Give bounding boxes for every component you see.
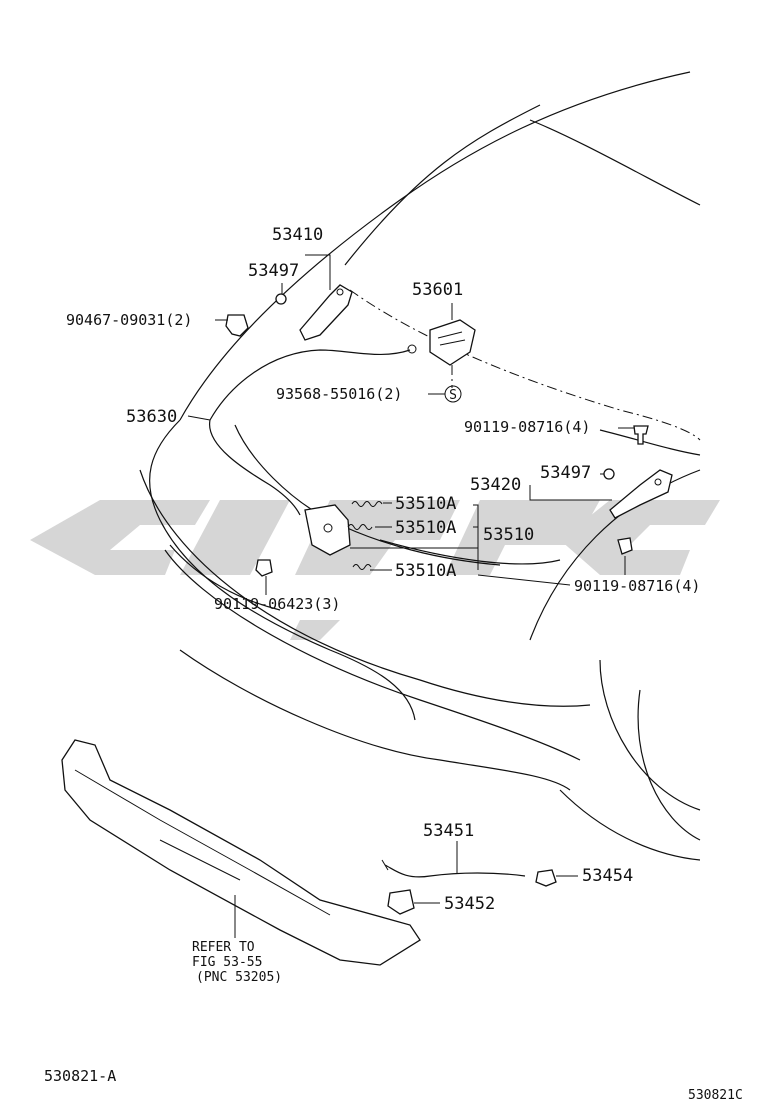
hood-hinge-left	[299, 284, 353, 341]
nut-53497-left	[275, 293, 287, 305]
label-53510a-1: 53510A	[395, 494, 456, 514]
hood-lock-53510	[304, 504, 351, 556]
label-53497-right: 53497	[540, 463, 591, 483]
label-53452: 53452	[444, 894, 495, 914]
refer-line-2: FIG 53-55	[192, 955, 262, 970]
front-fender-right	[529, 469, 701, 641]
lock-pivot	[323, 523, 333, 533]
watermark-shape-6	[290, 620, 340, 640]
watermark-shape-2	[180, 500, 290, 575]
part-labels: 53410 53497 90467-09031(2) 53601 93568-5…	[44, 225, 743, 1103]
wheel-arch	[599, 659, 701, 811]
label-93568-55016: 93568-55016(2)	[276, 385, 402, 403]
hood-hinge-right	[609, 469, 673, 519]
image-code: 530821C	[688, 1088, 743, 1103]
nut-53497-right	[603, 468, 615, 480]
figure-code: 530821-A	[44, 1067, 116, 1085]
spring-53510a-2	[347, 524, 373, 530]
wheel-arch-inner	[637, 689, 701, 841]
bumper-lower	[164, 549, 581, 761]
label-53497-left: 53497	[248, 261, 299, 281]
label-53410: 53410	[272, 225, 323, 245]
bumper-bottom	[179, 649, 571, 791]
headlamp-line	[379, 539, 561, 565]
label-53510a-2: 53510A	[395, 518, 456, 538]
watermark-shape-4	[445, 500, 600, 575]
parts	[61, 284, 673, 966]
spring-53510a-1	[351, 501, 383, 507]
hood-rear-edge	[344, 104, 541, 266]
hood-release-cable	[209, 349, 411, 516]
label-90119-08716-top: 90119-08716(4)	[464, 418, 590, 436]
panel-detail-2	[159, 839, 241, 881]
clip-90467	[225, 314, 249, 337]
hinge-bolt-hole	[336, 288, 344, 296]
leader-53420	[529, 485, 612, 501]
watermark-shape-5	[560, 500, 720, 575]
label-53510: 53510	[483, 525, 534, 545]
panel-detail-1	[74, 769, 331, 916]
refer-line-3: (PNC 53205)	[196, 970, 282, 985]
side-fender-curve	[599, 429, 701, 456]
bolt-90119-08716-bottom	[617, 537, 633, 555]
leader-lines	[187, 254, 634, 938]
leader-90119-bottom	[477, 556, 626, 586]
spring-53510a-3	[352, 564, 372, 570]
hinge-right-hole	[654, 478, 662, 486]
label-53451: 53451	[423, 821, 474, 841]
hood-dashed-edge	[349, 289, 701, 441]
s-marker-circle	[444, 385, 462, 403]
rod-tip	[381, 859, 389, 871]
rod-holder-53452	[387, 889, 415, 915]
bumper-upper	[139, 469, 591, 707]
label-53630: 53630	[126, 407, 177, 427]
leader-53630	[187, 415, 211, 421]
support-detail	[437, 331, 466, 346]
label-53510a-3: 53510A	[395, 561, 456, 581]
leader-53410	[305, 254, 331, 290]
radiator-support-panel	[61, 739, 421, 966]
label-53454: 53454	[582, 866, 633, 886]
label-90119-06423: 90119-06423(3)	[214, 595, 340, 613]
hood-outline	[179, 71, 691, 421]
bolt-90119-08716-top	[633, 425, 649, 445]
leader-53510	[350, 504, 479, 570]
label-90467-09031: 90467-09031(2)	[66, 311, 192, 329]
refer-line-1: REFER TO	[192, 940, 255, 955]
bumper-slot	[169, 544, 281, 611]
fender-lower	[559, 789, 701, 861]
label-90119-08716-bottom: 90119-08716(4)	[574, 577, 700, 595]
s-marker-text: S	[449, 388, 457, 403]
watermark-shape-1	[30, 500, 210, 575]
label-53420: 53420	[470, 475, 521, 495]
windshield-line	[529, 119, 701, 206]
label-53601: 53601	[412, 280, 463, 300]
bolt-90119-06423	[255, 559, 273, 577]
hood-support-rod-53451	[384, 864, 526, 878]
fender-line	[149, 419, 416, 721]
car-body-outline	[139, 71, 701, 861]
grommet-53454	[535, 869, 557, 887]
cable-end	[407, 344, 417, 354]
